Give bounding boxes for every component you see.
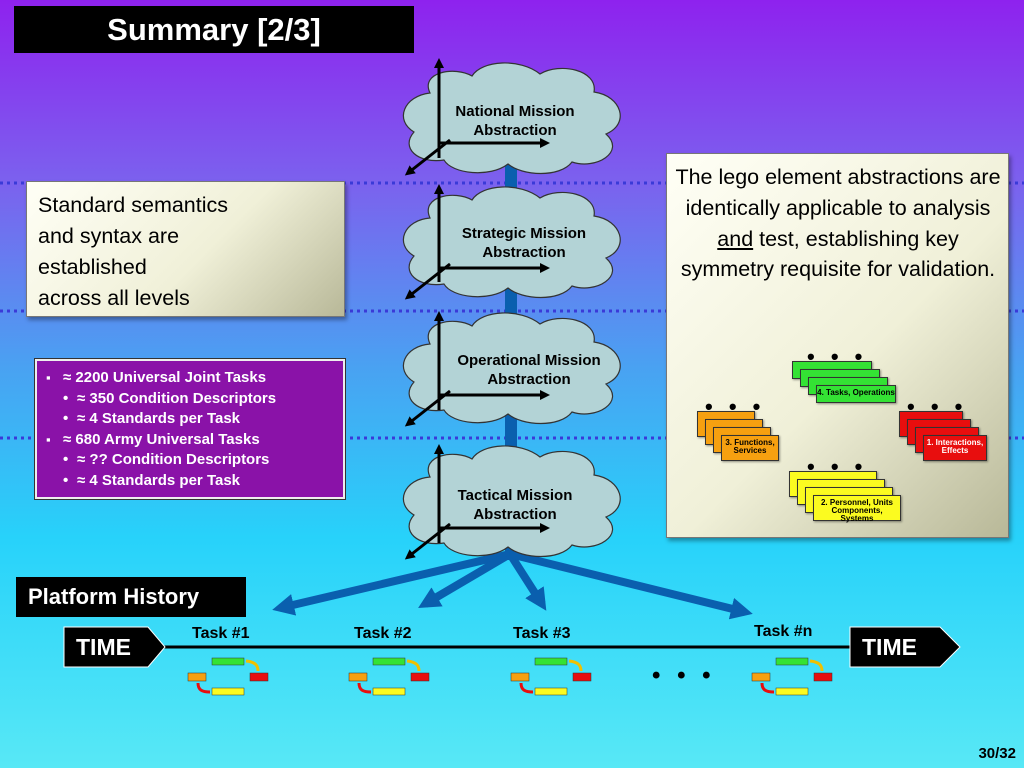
red-card-line-2: Effects [941, 446, 969, 455]
task-label-n: Task #n [754, 623, 813, 640]
lego-text-before: The lego element abstractions are identi… [675, 165, 1001, 220]
axes-national [404, 58, 550, 176]
page-number: 30/32 [978, 745, 1016, 762]
time-arrow-left [63, 626, 166, 668]
red-card-line-1: 1. Interactions, [926, 438, 984, 447]
lego-cycle-icon-task-1 [187, 657, 269, 696]
universal-tasks-box: ≈ 2200 Universal Joint Tasks ≈ 350 Condi… [35, 359, 345, 499]
semantics-line-4: across all levels [38, 286, 190, 310]
list-item: ≈ 2200 Universal Joint Tasks [37, 368, 343, 389]
orange-card-line-2: Services [733, 446, 767, 455]
lego-text-after: test, establishing key symmetry requisit… [680, 226, 996, 282]
task-label-3: Task #3 [513, 625, 571, 642]
fan-out-arrows [272, 550, 753, 620]
time-label-right: TIME [862, 634, 917, 660]
cloud-strategic-line-1: Strategic Mission [461, 225, 587, 242]
red-card-front: 1. Interactions,Effects [923, 435, 987, 461]
cloud-tactical-line-2: Abstraction [473, 506, 557, 523]
universal-tasks-list: ≈ 2200 Universal Joint Tasks ≈ 350 Condi… [37, 368, 343, 491]
task-label-1: Task #1 [192, 625, 250, 642]
timeline-ellipsis: • • • [652, 662, 716, 689]
list-item: ≈ 4 Standards per Task [37, 409, 343, 430]
lego-text-underlined: and [717, 226, 754, 251]
axes-strategic [404, 184, 550, 300]
semantics-callout: Standard semantics and syntax are establ… [26, 181, 345, 317]
cloud-national [402, 62, 621, 174]
lego-cycle-icon-task-3 [510, 657, 592, 696]
lego-cycle-icon-task-2 [348, 657, 430, 696]
semantics-line-3: established [38, 255, 147, 279]
lego-abstraction-text: The lego element abstractions are identi… [675, 162, 1001, 285]
list-item: ≈ 4 Standards per Task [37, 471, 343, 492]
semantics-line-1: Standard semantics [38, 193, 229, 217]
yellow-card-line-1: 2. Personnel, Units [820, 498, 894, 507]
platform-history-label: Platform History [16, 577, 246, 617]
cloud-operational-line-2: Abstraction [487, 371, 571, 388]
list-item: ≈ ?? Condition Descriptors [37, 450, 343, 471]
cloud-label-operational: Operational Mission Abstraction [444, 351, 614, 389]
cloud-strategic-line-2: Abstraction [482, 244, 566, 261]
cloud-operational-line-1: Operational Mission [457, 352, 601, 369]
green-card-front: 4. Tasks, Operations [816, 385, 896, 403]
cloud-tactical-line-1: Tactical Mission [457, 487, 573, 504]
time-label-left: TIME [76, 634, 131, 660]
list-item: ≈ 680 Army Universal Tasks [37, 430, 343, 451]
semantics-line-2: and syntax are [38, 224, 180, 248]
cloud-national-line-2: Abstraction [473, 122, 557, 139]
task-label-2: Task #2 [354, 625, 412, 642]
yellow-card-line-2: Components, Systems [831, 506, 883, 523]
orange-card-front: 3. Functions,Services [721, 435, 779, 461]
semantics-callout-text: Standard semantics and syntax are establ… [38, 190, 278, 314]
cloud-label-strategic: Strategic Mission Abstraction [446, 224, 602, 262]
axes-operational [404, 311, 550, 427]
cloud-strategic [402, 186, 621, 298]
axes-tactical [404, 444, 550, 560]
list-item: ≈ 350 Condition Descriptors [37, 389, 343, 410]
cloud-label-national: National Mission Abstraction [440, 102, 590, 140]
cloud-label-tactical: Tactical Mission Abstraction [440, 486, 590, 524]
slide-title: Summary [2/3] [14, 6, 414, 53]
lego-abstraction-callout: The lego element abstractions are identi… [666, 153, 1009, 538]
cloud-national-line-1: National Mission [455, 103, 575, 120]
time-arrow-right [849, 626, 961, 668]
orange-card-line-1: 3. Functions, [725, 438, 775, 447]
lego-cycle-icon-task-n [751, 657, 833, 696]
